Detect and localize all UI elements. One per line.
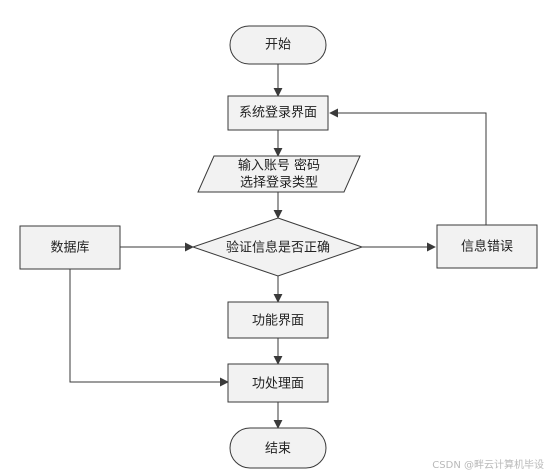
- error-box: [436, 224, 538, 269]
- process-box: [227, 363, 329, 403]
- function-page-box: [227, 301, 329, 339]
- watermark-text: CSDN @畔云计算机毕设: [432, 460, 544, 471]
- login-page-label: 系统登录界面: [239, 106, 317, 121]
- process-label: 功处理面: [252, 377, 304, 392]
- arrow-database-to-process: [69, 269, 229, 387]
- verify-label: 验证信息是否正确: [226, 240, 330, 256]
- end-terminator: [229, 427, 327, 469]
- start-label: 开始: [265, 38, 291, 53]
- database-box: [19, 225, 121, 270]
- input-label-line2: 选择登录类型: [240, 176, 318, 191]
- end-label: 结束: [265, 442, 291, 457]
- database-label: 数据库: [50, 240, 89, 256]
- start-terminator: [229, 25, 327, 65]
- arrow-error-to-login: [329, 108, 487, 225]
- error-label: 信息错误: [461, 239, 513, 255]
- login-page-box: [227, 95, 329, 131]
- input-parallelogram: [197, 155, 361, 193]
- input-label-line1: 输入账号 密码: [238, 158, 320, 174]
- function-page-label: 功能界面: [252, 314, 304, 329]
- verify-decision-diamond: [191, 217, 364, 277]
